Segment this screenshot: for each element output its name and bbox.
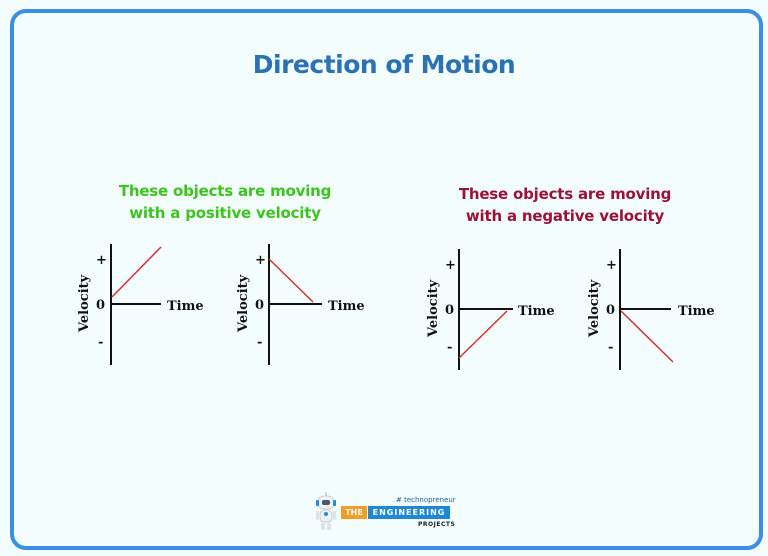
negative-velocity-caption: These objects are moving with a negative… [400, 183, 730, 227]
zero-tick: 0 [255, 298, 264, 313]
velocity-label: Velocity [587, 279, 602, 338]
time-label: Time [167, 299, 204, 314]
plus-tick: + [445, 258, 456, 273]
caption-line-1: These objects are moving [118, 182, 332, 200]
zero-tick: 0 [606, 303, 615, 318]
page-title: Direction of Motion [252, 50, 516, 79]
plus-tick: + [96, 253, 107, 268]
time-label: Time [518, 304, 555, 319]
engineering-projects-logo: # technopreneur THE ENGINEERING PROJECTS [312, 492, 462, 532]
graph-negative-increasing: + 0 - Time Velocity [426, 249, 555, 370]
velocity-label: Velocity [236, 274, 251, 333]
caption-line-1: These objects are moving [458, 185, 672, 203]
velocity-label: Velocity [426, 279, 441, 338]
time-label: Time [328, 299, 365, 314]
logo-word-the: THE [341, 506, 367, 519]
minus-tick: - [98, 335, 103, 350]
minus-tick: - [447, 340, 452, 355]
robot-mascot-icon [316, 492, 336, 530]
graph-negative-decreasing: + 0 - Time Velocity [587, 249, 715, 370]
minus-tick: - [257, 335, 262, 350]
minus-tick: - [608, 340, 613, 355]
positive-velocity-caption: These objects are moving with a positive… [60, 180, 390, 224]
graph-positive-decreasing: + 0 - Time Velocity [236, 244, 365, 365]
plus-tick: + [255, 253, 266, 268]
logo-tagline: # technopreneur [396, 496, 456, 504]
plus-tick: + [606, 258, 617, 273]
caption-line-2: with a negative velocity [465, 207, 665, 225]
logo-word-engineering: ENGINEERING [368, 506, 450, 519]
graph-positive-increasing: + 0 - Time Velocity [77, 244, 204, 365]
zero-tick: 0 [445, 303, 454, 318]
time-label: Time [678, 304, 715, 319]
content-frame [10, 9, 763, 550]
velocity-label: Velocity [77, 274, 92, 333]
logo-word-projects: PROJECTS [418, 521, 456, 528]
caption-line-2: with a positive velocity [129, 204, 321, 222]
zero-tick: 0 [96, 298, 105, 313]
